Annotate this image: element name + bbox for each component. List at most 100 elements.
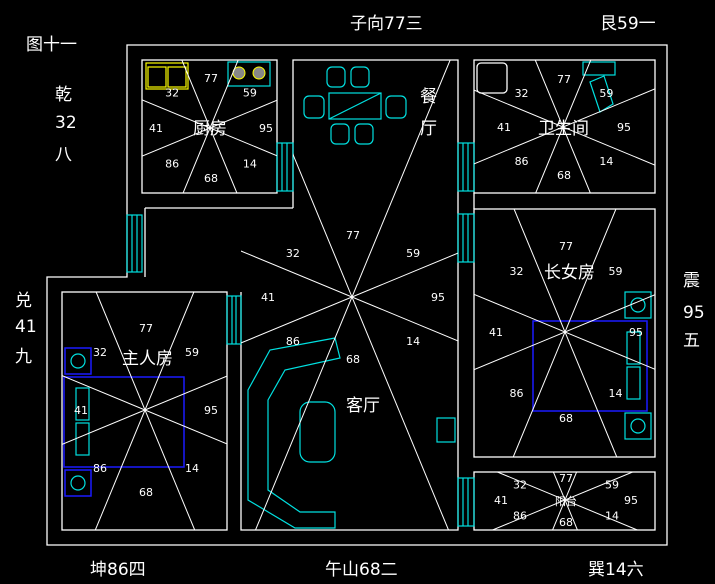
rays-daughter bbox=[474, 209, 655, 457]
sector-number: 14 bbox=[605, 510, 619, 523]
sector-number: 86 bbox=[510, 387, 524, 400]
sector-number: 59 bbox=[185, 346, 199, 359]
kitchen-sink-icon bbox=[145, 62, 189, 90]
room-label-balcony: 阳台 bbox=[555, 494, 577, 508]
sector-number: 41 bbox=[494, 494, 508, 507]
dir-bottom-center: 午山68二 bbox=[325, 560, 398, 580]
room-label-master-bedroom: 主人房 bbox=[122, 349, 173, 369]
sector-number: 68 bbox=[559, 412, 573, 425]
sector-number: 68 bbox=[139, 486, 153, 499]
ray-line bbox=[552, 472, 578, 530]
ray-line bbox=[182, 60, 239, 193]
stove-icon bbox=[227, 61, 271, 87]
room-label-dining-1: 餐 bbox=[420, 87, 437, 107]
sector-number: 95 bbox=[259, 122, 273, 135]
sector-number: 68 bbox=[557, 169, 571, 182]
sector-number: 86 bbox=[513, 510, 527, 523]
room-label-bathroom: 卫生间 bbox=[538, 119, 589, 139]
sector-number: 32 bbox=[515, 87, 529, 100]
ray-line bbox=[492, 472, 633, 530]
sector-number: 14 bbox=[243, 157, 257, 170]
dir-qian-digit: 八 bbox=[55, 145, 72, 165]
ray-line bbox=[145, 210, 458, 342]
washbasin-icon bbox=[476, 62, 508, 94]
dir-dui-trigram: 兑 bbox=[15, 291, 32, 311]
sector-number: 41 bbox=[497, 121, 511, 134]
windows bbox=[126, 142, 475, 527]
sector-number: 68 bbox=[204, 172, 218, 185]
sector-number: 59 bbox=[608, 265, 622, 278]
room-label-kitchen: 厨房 bbox=[193, 119, 227, 139]
walls bbox=[46, 44, 668, 546]
figure-title: 图十一 bbox=[26, 35, 77, 55]
sector-number: 95 bbox=[204, 404, 218, 417]
tv-icon bbox=[436, 417, 456, 443]
dining-table-icon bbox=[303, 66, 407, 145]
ray-line bbox=[95, 292, 196, 530]
ray-line bbox=[181, 60, 238, 193]
dir-zhen-digit: 五 bbox=[683, 331, 700, 351]
sector-number: 32 bbox=[93, 346, 107, 359]
sector-number: 41 bbox=[489, 326, 503, 339]
ray-line bbox=[512, 209, 617, 457]
sofa-icon bbox=[247, 337, 341, 529]
sector-number: 32 bbox=[165, 87, 179, 100]
dir-dui-number: 41 bbox=[15, 317, 37, 337]
dir-bottom-left: 坤86四 bbox=[90, 560, 146, 580]
sector-number: 59 bbox=[605, 478, 619, 491]
dir-qian-trigram: 乾 bbox=[55, 85, 72, 105]
sector-number: 14 bbox=[599, 155, 613, 168]
sector-number: 86 bbox=[286, 335, 300, 348]
ray-line bbox=[94, 292, 195, 530]
sector-number: 41 bbox=[261, 291, 275, 304]
sector-number: 32 bbox=[510, 265, 524, 278]
dir-zhen-trigram: 震 bbox=[683, 271, 700, 291]
sector-number: 95 bbox=[617, 121, 631, 134]
sector-number: 86 bbox=[165, 157, 179, 170]
sector-number: 14 bbox=[608, 387, 622, 400]
rays-kitchen bbox=[142, 60, 277, 193]
sector-number: 77 bbox=[557, 73, 571, 86]
sector-number: 59 bbox=[406, 247, 420, 260]
sector-number: 95 bbox=[624, 494, 638, 507]
sector-number: 14 bbox=[406, 335, 420, 348]
toilet-icon bbox=[582, 61, 616, 113]
sector-number: 59 bbox=[599, 87, 613, 100]
sector-number: 86 bbox=[515, 155, 529, 168]
sector-number: 32 bbox=[286, 247, 300, 260]
sector-number: 14 bbox=[185, 462, 199, 475]
rays-bathroom bbox=[474, 60, 655, 193]
ray-line bbox=[552, 472, 578, 530]
dir-zhen-number: 95 bbox=[683, 303, 705, 323]
ray-line bbox=[474, 88, 655, 165]
sector-number: 32 bbox=[513, 478, 527, 491]
sector-number: 77 bbox=[559, 472, 573, 485]
dir-qian-number: 32 bbox=[55, 113, 77, 133]
sector-number: 59 bbox=[243, 87, 257, 100]
sector-number: 95 bbox=[629, 326, 643, 339]
room-label-dining-2: 厅 bbox=[420, 119, 437, 139]
rays-house bbox=[145, 60, 458, 530]
sector-number: 77 bbox=[559, 240, 573, 253]
dir-dui-digit: 九 bbox=[15, 347, 32, 367]
sector-number: 77 bbox=[346, 229, 360, 242]
room-label-living: 客厅 bbox=[346, 396, 380, 416]
sector-number: 68 bbox=[559, 516, 573, 529]
dir-top: 子向77三 bbox=[350, 14, 423, 34]
ray-line bbox=[513, 209, 618, 457]
rays-balcony bbox=[492, 472, 638, 530]
sector-number: 77 bbox=[204, 72, 218, 85]
sector-number: 95 bbox=[431, 291, 445, 304]
ray-line bbox=[145, 252, 458, 384]
sector-numbers: 77 32 59 41 95 86 68 14 77 32 59 41 95 86 68 14 77 32 59 41… bbox=[74, 72, 643, 529]
master-bed-icon bbox=[63, 347, 185, 497]
sector-number: 41 bbox=[149, 122, 163, 135]
sector-number: 41 bbox=[74, 404, 88, 417]
sector-number: 86 bbox=[93, 462, 107, 475]
dir-top-right: 艮59一 bbox=[600, 14, 656, 34]
ray-line bbox=[255, 60, 451, 530]
room-label-daughter-room: 长女房 bbox=[544, 263, 595, 283]
ray-line bbox=[534, 60, 591, 193]
sector-number: 77 bbox=[139, 322, 153, 335]
